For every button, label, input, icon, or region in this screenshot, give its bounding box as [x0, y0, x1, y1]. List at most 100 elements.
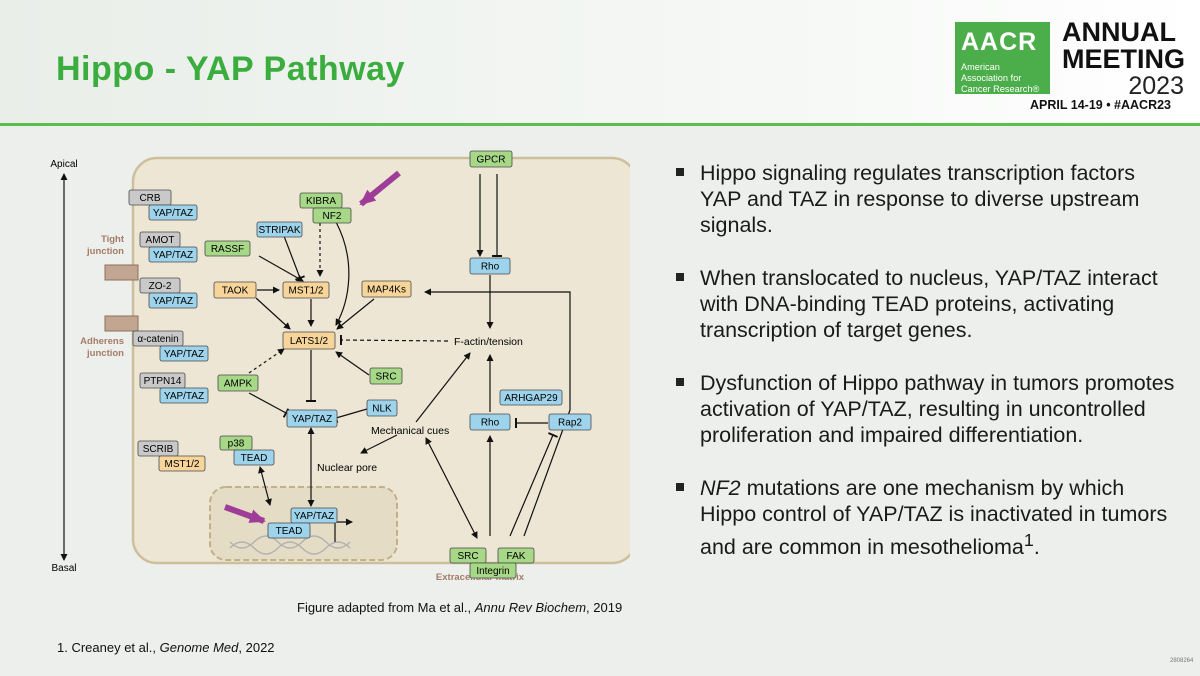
node-fak-label: FAK	[507, 551, 526, 562]
node-arhgap: ARHGAP29	[499, 389, 563, 406]
edge-map4k-lats	[336, 298, 375, 330]
basal-label: Basal	[51, 563, 76, 574]
pathway-edges	[248, 174, 571, 542]
node-integrin-label: Integrin	[476, 566, 509, 577]
edge-taok-lats	[255, 297, 291, 330]
bullet-tail: .	[1033, 535, 1040, 560]
edge-src-lats	[335, 351, 370, 376]
node-acat-label: α-catenin	[137, 334, 178, 345]
node-fak: FAK	[497, 547, 535, 564]
edge-mech-pore	[360, 434, 398, 454]
node-yt1-label: YAP/TAZ	[153, 208, 193, 219]
slide-header: Hippo - YAP Pathway AACR American Associ…	[0, 0, 1200, 124]
node-rho2-box	[469, 413, 511, 431]
node-yt5-label: YAP/TAZ	[164, 391, 204, 402]
node-p38-label: p38	[228, 439, 245, 450]
node-src1: SRC	[369, 367, 403, 385]
edge-mech-factin	[415, 352, 471, 423]
node-mst12: MST1/2	[282, 281, 330, 299]
node-ytn-label: YAP/TAZ	[294, 511, 334, 522]
node-kibra-label: KIBRA	[306, 196, 336, 207]
figure-caption: Figure adapted from Ma et al., Annu Rev …	[297, 600, 622, 615]
bullet-text: When translocated to nucleus, YAP/TAZ in…	[700, 266, 1158, 342]
bullet-marker	[676, 168, 684, 176]
footnote-suffix: , 2022	[238, 640, 275, 655]
bullet-text: mutations are one mechanism by which Hip…	[700, 476, 1168, 560]
node-taok-label: TAOK	[222, 286, 249, 297]
node-nlk: NLK	[366, 399, 398, 417]
node-gpcr-box	[469, 150, 513, 168]
node-ampk-label: AMPK	[224, 379, 253, 390]
node-scrib: SCRIB	[137, 440, 179, 457]
bullet-marker	[676, 378, 684, 386]
node-src1-label: SRC	[375, 372, 396, 383]
node-ampk: AMPK	[217, 374, 259, 392]
bullet-item: Hippo signaling regulates transcription …	[676, 160, 1176, 238]
hippo-pathway-diagram: Apical Basal Tight junction Adherens jun…	[50, 150, 630, 583]
node-nf2-label: NF2	[323, 211, 342, 222]
node-tead1: TEAD	[233, 449, 275, 466]
node-rho2-label: Rho	[481, 418, 500, 429]
node-ptpn14: PTPN14	[139, 372, 186, 389]
adherens-junction-label-1: Adherens	[80, 336, 124, 347]
node-src2-label: SRC	[457, 551, 478, 562]
node-rap2-label: Rap2	[558, 418, 582, 429]
node-fak-box	[497, 547, 535, 564]
node-yt4-label: YAP/TAZ	[164, 349, 204, 360]
node-rassf-label: RASSF	[211, 244, 244, 255]
node-zo2: ZO-2	[139, 277, 181, 294]
adherens-junction-label-2: junction	[86, 348, 124, 359]
node-nlk-label: NLK	[372, 404, 392, 415]
node-yt1-box	[148, 204, 198, 221]
node-zo2-label: ZO-2	[149, 281, 172, 292]
node-rho1: Rho	[469, 257, 511, 275]
aacr-logo: AACR American Association for Cancer Res…	[955, 22, 1050, 94]
aacr-logo-mark: AACR	[961, 28, 1038, 56]
node-lats-label: LATS1/2	[290, 336, 329, 347]
meeting-line2: MEETING	[1062, 44, 1186, 74]
node-integrin-box	[469, 562, 517, 579]
mechanical-cues-label: Mechanical cues	[371, 425, 449, 437]
edge-nlk-yaptaz	[333, 408, 368, 424]
node-rassf: RASSF	[204, 240, 251, 257]
node-stripak-label: STRIPAK	[258, 225, 300, 236]
node-nlk-box	[366, 399, 398, 417]
node-map4k: MAP4Ks	[361, 280, 412, 298]
caption-journal: Annu Rev Biochem	[474, 600, 587, 615]
node-amot-label: AMOT	[146, 235, 175, 246]
edge-nf2-lats	[335, 221, 350, 326]
node-mst1b-box	[158, 455, 206, 472]
bullet-gene-name: NF2	[700, 476, 741, 500]
node-map4k-label: MAP4Ks	[367, 285, 406, 296]
slide-title: Hippo - YAP Pathway	[56, 50, 405, 88]
bullet-item: When translocated to nucleus, YAP/TAZ in…	[676, 265, 1176, 343]
factin-label: F-actin/tension	[454, 336, 523, 348]
meeting-year: 2023	[1128, 72, 1184, 100]
node-yt3-label: YAP/TAZ	[153, 296, 193, 307]
edge-factin-lats	[339, 334, 449, 346]
node-rho1-box	[469, 257, 511, 275]
node-ytc-box	[286, 409, 338, 428]
node-rho2: Rho	[469, 413, 511, 431]
node-stripak: STRIPAK	[256, 221, 303, 238]
bullet-list: Hippo signaling regulates transcription …	[676, 160, 1176, 587]
footnote-journal: Genome Med	[159, 640, 239, 655]
node-taok: TAOK	[213, 281, 257, 299]
edge-integrin-map4k	[424, 288, 571, 537]
adherens-junction	[104, 315, 139, 332]
nuclear-pore-label: Nuclear pore	[317, 462, 377, 474]
node-rho1-label: Rho	[481, 262, 500, 273]
node-mst12-box	[282, 281, 330, 299]
node-ytc: YAP/TAZ	[286, 409, 338, 428]
node-rap2-box	[548, 413, 592, 431]
node-scrib-box	[137, 440, 179, 457]
bullet-marker	[676, 273, 684, 281]
node-acat-box	[132, 330, 184, 347]
pathway-nodes: CRBYAP/TAZAMOTYAP/TAZZO-2YAP/TAZα-cateni…	[128, 150, 592, 579]
edge-integrin-rap2	[509, 432, 558, 537]
meeting-line1: ANNUAL	[1062, 17, 1176, 47]
bullet-marker	[676, 483, 684, 491]
node-yt5-box	[159, 387, 209, 404]
node-src2: SRC	[449, 547, 487, 564]
apical-label: Apical	[50, 159, 77, 170]
